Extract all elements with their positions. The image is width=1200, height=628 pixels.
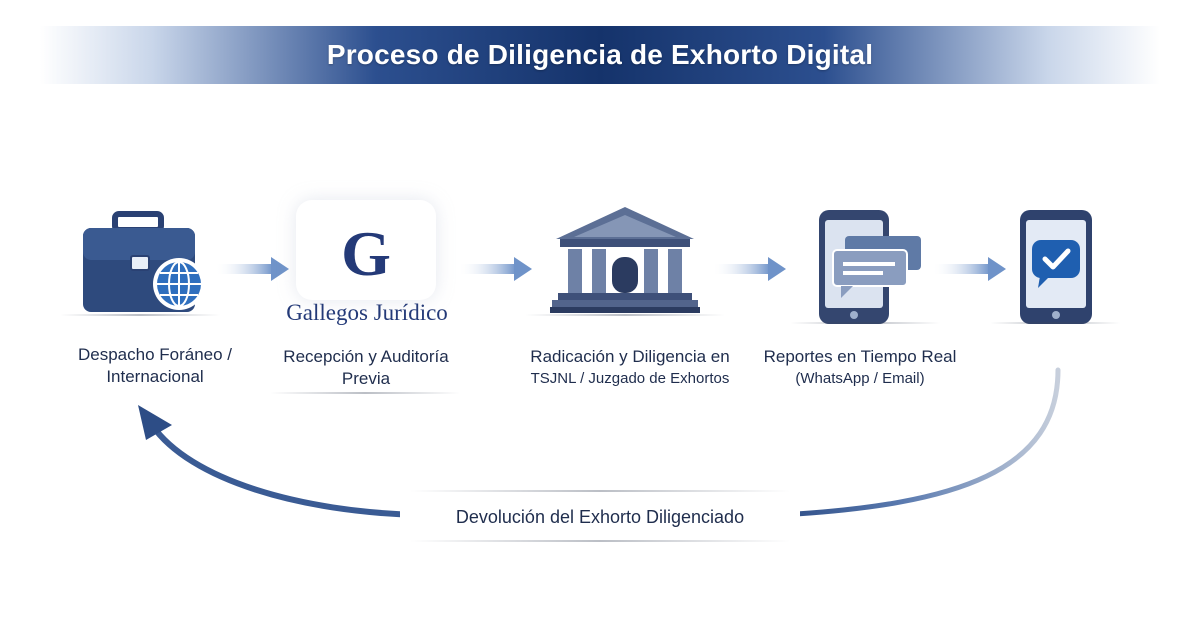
brand-name: Gallegos Jurídico bbox=[286, 300, 448, 325]
phone-chat-icon bbox=[819, 210, 921, 324]
shadow-line bbox=[410, 490, 790, 492]
page-title: Proceso de Diligencia de Exhorto Digital bbox=[326, 39, 874, 70]
step-label-filing: Radicación y Diligencia en TSJNL / Juzga… bbox=[530, 347, 730, 387]
step-label-reception: Recepción y Auditoría Previa bbox=[283, 347, 449, 388]
briefcase-globe-icon bbox=[83, 211, 205, 312]
step-reports bbox=[815, 208, 925, 326]
step-delivery bbox=[1018, 208, 1094, 326]
return-flow-label: Devolución del Exhorto Diligenciado bbox=[400, 507, 800, 528]
courthouse-icon bbox=[550, 207, 700, 313]
flow-arrow bbox=[215, 257, 289, 281]
shadow-line bbox=[60, 314, 220, 316]
shadow-line bbox=[410, 540, 790, 542]
logo-letter: G bbox=[341, 218, 391, 289]
shadow-line bbox=[990, 322, 1120, 324]
shadow-line bbox=[790, 322, 940, 324]
flow-arrow bbox=[712, 257, 786, 281]
title-banner: Proceso de Diligencia de Exhorto Digital bbox=[40, 26, 1160, 84]
step-courthouse bbox=[550, 205, 700, 317]
step-label-foreign-office: Despacho Foráneo / Internacional bbox=[77, 345, 233, 386]
phone-check-icon bbox=[1020, 210, 1092, 324]
flow-arrow bbox=[458, 257, 532, 281]
shadow-line bbox=[525, 314, 725, 316]
step-foreign-office bbox=[75, 210, 215, 320]
shadow-line bbox=[270, 392, 460, 394]
gallegos-logo bbox=[296, 200, 436, 300]
step-label-reports: Reportes en Tiempo Real (WhatsApp / Emai… bbox=[763, 347, 957, 387]
flow-arrow bbox=[932, 257, 1006, 281]
